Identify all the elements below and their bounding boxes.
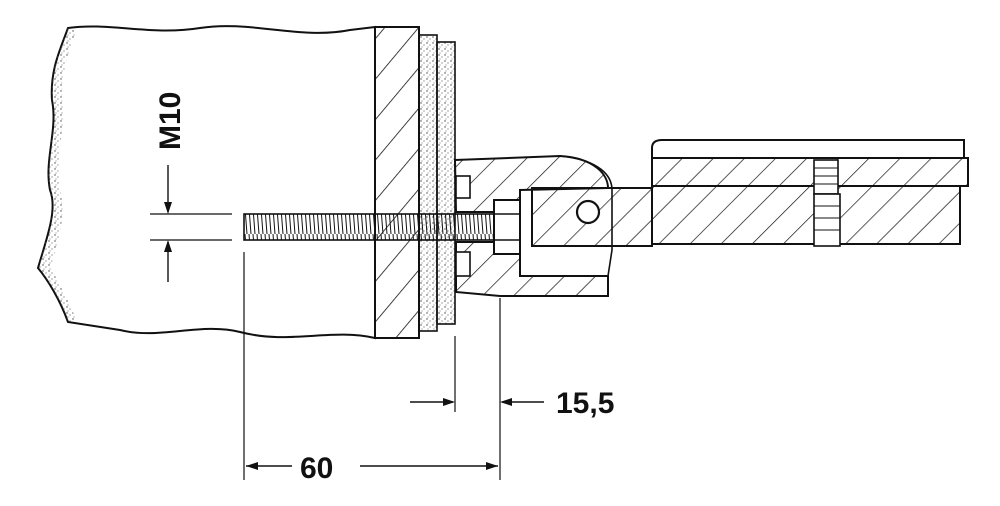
- wall-cladding: [374, 26, 456, 339]
- dimension-m10: M10: [150, 92, 232, 282]
- depth-dimension-label: 60: [300, 452, 333, 485]
- connector-bar: [531, 187, 653, 247]
- pin-hole: [575, 199, 601, 225]
- wall-section: [36, 25, 376, 340]
- hex-nut: [493, 199, 521, 255]
- threaded-rod: [243, 213, 497, 241]
- set-screw: [813, 159, 841, 247]
- offset-dimension-label: 15,5: [556, 387, 614, 420]
- dimension-60: 60: [243, 252, 501, 485]
- thread-size-label: M10: [154, 92, 187, 150]
- dimension-15-5: 15,5: [410, 336, 614, 420]
- plate-clamp: [651, 139, 969, 247]
- clamp-housing: [453, 154, 613, 297]
